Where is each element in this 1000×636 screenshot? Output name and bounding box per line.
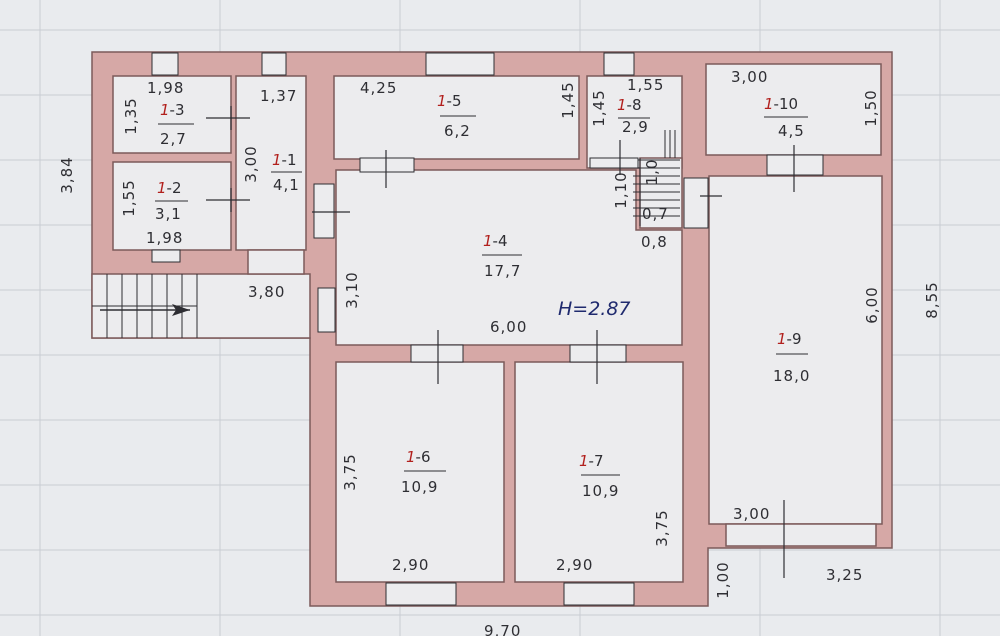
dimension-label: 0,8 (641, 233, 668, 251)
window (569, 344, 627, 363)
dimension-label: 3,80 (248, 283, 285, 301)
window (385, 582, 457, 606)
window (683, 177, 709, 229)
dimension-label: 3,10 (343, 271, 361, 308)
room-1-8 (586, 75, 683, 169)
dimension-label: 3,00 (733, 505, 770, 523)
room-1-7 (514, 361, 684, 583)
room-label-1-3: 1-3 (160, 101, 185, 119)
dimension-label: 8,55 (923, 281, 941, 318)
entrance-stairs (91, 273, 311, 339)
room-1-10 (705, 63, 882, 156)
room-label-1-5: 1-5 (437, 92, 462, 110)
door-markers (206, 106, 795, 578)
dimension-label: 1,10 (612, 171, 630, 208)
dimension-label: 0,7 (642, 205, 669, 223)
room-1-3 (112, 75, 232, 154)
dimension-label: 1,98 (146, 229, 183, 247)
dimension-label: 3,00 (731, 68, 768, 86)
room-label-1-4: 1-4 (483, 232, 508, 250)
window (261, 52, 287, 76)
window (151, 52, 179, 76)
room-area-1-3: 2,7 (160, 130, 187, 148)
room-area-1-8: 2,9 (622, 118, 649, 136)
dimension-label: 1,35 (122, 97, 140, 134)
room-area-1-7: 10,9 (582, 482, 619, 500)
room-1-9 (708, 175, 883, 525)
dimension-label: 4,25 (360, 79, 397, 97)
room-label-1-10: 1-10 (764, 95, 798, 113)
dimension-label: 3,00 (242, 145, 260, 182)
room-label-1-7: 1-7 (579, 452, 604, 470)
dimension-label: 1,50 (862, 89, 880, 126)
room-area-1-6: 10,9 (401, 478, 438, 496)
inner-stairs (633, 130, 680, 226)
room-area-1-4: 17,7 (484, 262, 521, 280)
stair-arrow-icon (172, 304, 190, 316)
dimension-label: 2,90 (392, 556, 429, 574)
room-area-1-9: 18,0 (773, 367, 810, 385)
dimension-label: 6,00 (863, 286, 881, 323)
dimension-label: 2,90 (556, 556, 593, 574)
dimension-label: 1,98 (147, 79, 184, 97)
dimension-label: 1,45 (590, 89, 608, 126)
room-labels: 1-3 2,7 1-1 4,1 1-2 3,1 1-5 6,2 1-8 2,9 … (155, 92, 810, 500)
room-1-4 (335, 169, 683, 346)
rooms (112, 63, 883, 583)
dimension-labels: 1,98 1,35 1,37 1,55 1,98 3,00 4,25 1,45 … (58, 68, 941, 636)
corridor (247, 249, 305, 275)
window (563, 582, 635, 606)
window (589, 157, 639, 169)
window (425, 52, 495, 76)
dimension-label: 3,75 (341, 453, 359, 490)
room-area-1-2: 3,1 (155, 205, 182, 223)
dimension-label: 9,70 (484, 622, 521, 636)
room-1-6 (335, 361, 505, 583)
window (410, 344, 464, 363)
dimension-label: 3,75 (653, 509, 671, 546)
room-area-1-5: 6,2 (444, 122, 471, 140)
dimension-label: 3,84 (58, 156, 76, 193)
window (317, 287, 336, 333)
dimension-label: 3,25 (826, 566, 863, 584)
dimension-label: 1,37 (260, 87, 297, 105)
dimension-label: 1,55 (120, 179, 138, 216)
dimension-label: 1,45 (559, 81, 577, 118)
room-label-1-6: 1-6 (406, 448, 431, 466)
ceiling-height-note: H=2.87 (558, 298, 631, 320)
room-1-1 (235, 75, 307, 251)
room-label-1-8: 1-8 (617, 96, 642, 114)
window (313, 183, 335, 239)
dimension-label: 1,55 (627, 76, 664, 94)
room-label-1-2: 1-2 (157, 179, 182, 197)
window (359, 157, 415, 173)
room-1-5 (333, 75, 580, 160)
room-1-2 (112, 161, 232, 251)
dimension-label: 6,00 (490, 318, 527, 336)
room-area-1-10: 4,5 (778, 122, 805, 140)
window (603, 52, 635, 76)
window (151, 249, 181, 263)
room-area-1-1: 4,1 (273, 176, 300, 194)
room-label-1-9: 1-9 (777, 330, 802, 348)
room-label-1-1: 1-1 (272, 151, 297, 169)
window (766, 154, 824, 176)
windows (151, 52, 824, 606)
south-wing-strip (725, 523, 877, 547)
dimension-label: 1,00 (714, 561, 732, 598)
dimension-label: 1,0 (643, 159, 661, 186)
